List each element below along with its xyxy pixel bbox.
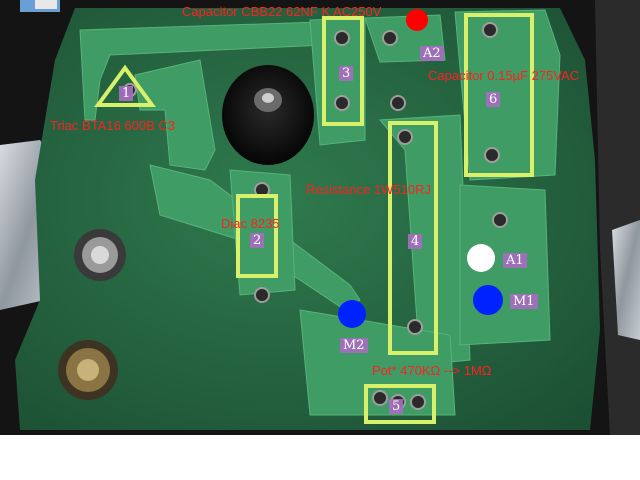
- label-capacitor-cbb22: Capacitor CBB22 62NF K AC250V: [182, 4, 382, 19]
- label-diac: Diac 8235: [221, 216, 280, 231]
- white-dot-a1: [467, 244, 495, 272]
- mounting-nut-lower: [58, 340, 118, 400]
- pcb-photo: [0, 0, 640, 435]
- component-highlights: [94, 13, 534, 424]
- highlight-resistance: [388, 121, 438, 355]
- marker-a1: A1: [503, 253, 527, 268]
- mounting-nut-upper: [74, 229, 126, 281]
- marker-1: 1: [119, 86, 134, 101]
- highlight-capacitor-015: [464, 13, 534, 177]
- highlight-pot: [364, 384, 436, 424]
- highlight-triac: [94, 64, 156, 107]
- label-pot: Pot* 470KΩ --> 1MΩ: [372, 363, 492, 378]
- label-triac: Triac BTA16 600B C3: [50, 118, 175, 133]
- marker-mt2: M2: [340, 338, 368, 353]
- marker-6: 6: [486, 92, 501, 107]
- marker-4: 4: [408, 234, 423, 249]
- blue-dot-m1: [473, 285, 503, 315]
- pot-knob: [222, 65, 314, 165]
- marker-3: 3: [339, 66, 354, 81]
- marker-5: 5: [389, 399, 404, 414]
- label-resistance: Resistance 1W510RJ: [306, 182, 431, 197]
- highlight-diac: [236, 194, 278, 278]
- marker-2: 2: [250, 233, 265, 248]
- marker-a2: A2: [420, 46, 444, 61]
- highlight-capacitor-cbb22: [322, 16, 364, 126]
- label-capacitor-015: Capacitor 0.15µF 275VAC: [428, 68, 580, 83]
- blue-dot-m2: [338, 300, 366, 328]
- red-dot-a2: [406, 9, 428, 31]
- marker-mt1: M1: [510, 294, 538, 309]
